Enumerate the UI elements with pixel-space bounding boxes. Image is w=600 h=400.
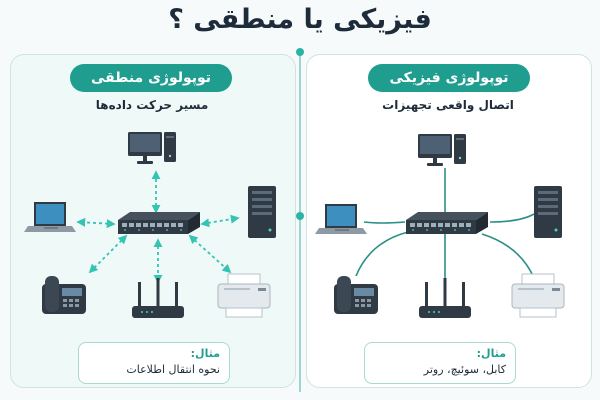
physical-subtitle: اتصال واقعی تجهیزات	[382, 98, 514, 112]
physical-router-icon	[419, 278, 471, 318]
logical-data-flows	[76, 170, 240, 284]
logical-header: توپولوژی منطقی	[70, 64, 232, 92]
physical-cables	[355, 168, 535, 282]
flow-to-phone	[88, 234, 128, 274]
physical-phone-icon	[334, 276, 378, 314]
flow-to-laptop	[76, 217, 116, 229]
divider-dot-middle	[296, 212, 304, 220]
logical-server-icon	[248, 186, 276, 238]
physical-example-box: مثال: کابل، سوئیچ، روتر	[364, 342, 516, 384]
center-divider	[299, 52, 301, 392]
physical-header: توپولوژی فیزیکی	[368, 64, 530, 92]
logical-router-icon	[132, 278, 184, 318]
cable-to-server	[489, 213, 535, 223]
physical-printer-icon	[511, 273, 565, 318]
logical-printer-icon	[217, 273, 271, 318]
physical-example-label: مثال:	[476, 347, 506, 360]
physical-example-text: کابل، سوئیچ، روتر	[423, 363, 506, 376]
physical-devices	[315, 134, 565, 318]
flow-to-server	[200, 214, 240, 228]
logical-phone-icon	[42, 276, 86, 314]
logical-laptop-icon	[24, 202, 76, 232]
physical-server-icon	[534, 186, 562, 238]
logical-example-text: نحوه انتقال اطلاعات	[126, 363, 220, 376]
logical-example-label: مثال:	[190, 347, 220, 360]
logical-computer-icon	[128, 132, 176, 164]
cable-to-phone	[355, 231, 409, 277]
flow-to-printer	[188, 234, 232, 274]
logical-subtitle: مسیر حرکت داده‌ها	[95, 98, 209, 112]
page-title: فیزیکی یا منطقی ؟	[168, 4, 432, 35]
logical-example-box: مثال: نحوه انتقال اطلاعات	[78, 342, 230, 384]
physical-switch-icon	[406, 212, 488, 234]
cable-to-printer	[481, 233, 535, 279]
divider-dot-top	[296, 48, 304, 56]
physical-laptop-icon	[315, 204, 367, 234]
logical-switch-icon	[118, 212, 200, 234]
cable-to-laptop	[363, 221, 406, 224]
logical-devices	[24, 132, 276, 318]
physical-computer-icon	[418, 134, 466, 166]
